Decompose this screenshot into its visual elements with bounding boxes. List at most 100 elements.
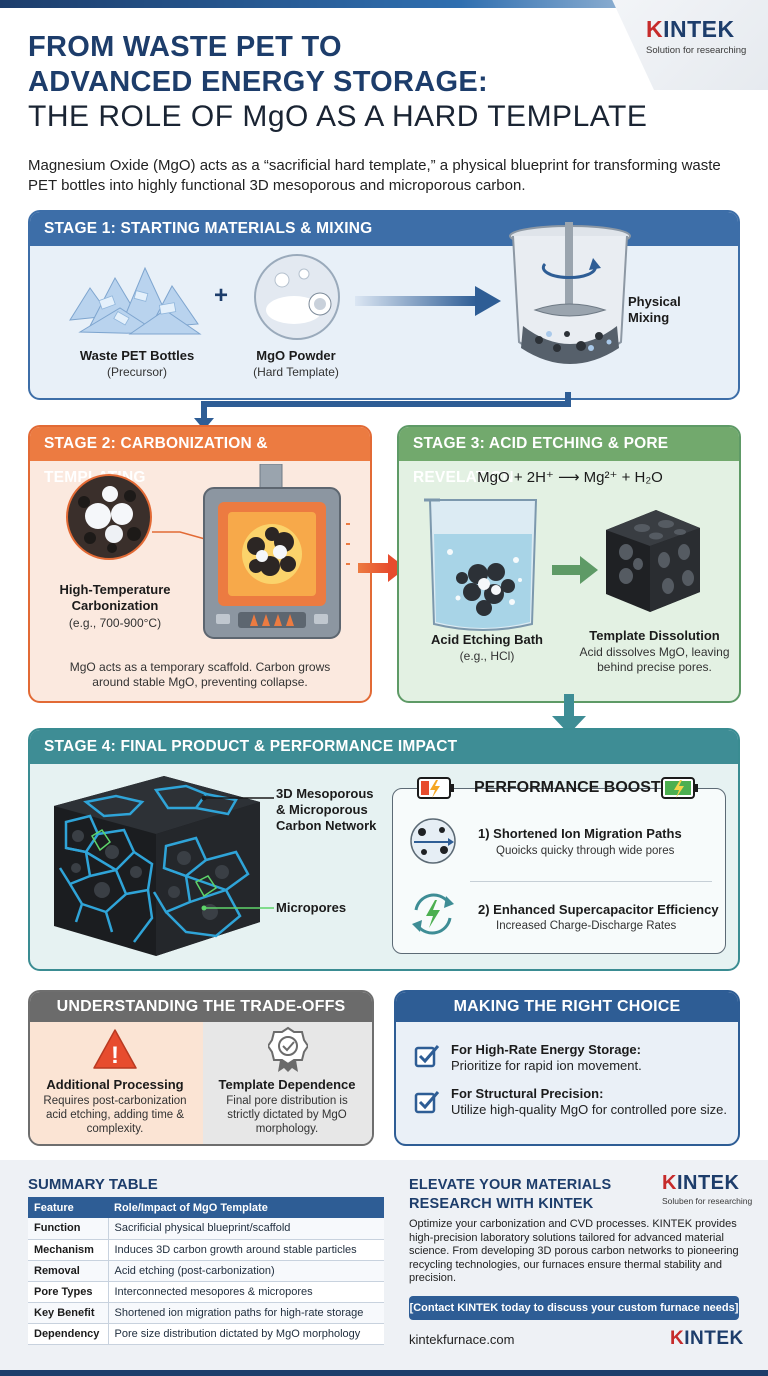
tradeoff-left-body: Requires post-carbonization acid etching… xyxy=(43,1095,187,1135)
battery-low-icon xyxy=(417,777,454,799)
boost-item-1-title: 1) Shortened Ion Migration Paths xyxy=(478,826,682,841)
tradeoffs-panel: UNDERSTANDING THE TRADE-OFFS xyxy=(28,990,374,1146)
logo-k: K xyxy=(646,16,664,42)
right-choice-header: MAKING THE RIGHT CHOICE xyxy=(396,992,738,1022)
boost-item-2-title: 2) Enhanced Supercapacitor Efficiency xyxy=(478,902,719,917)
network-pointer-lines xyxy=(201,795,274,911)
pet-label: Waste PET Bottles xyxy=(79,348,195,363)
acid-bath-sublabel: (e.g., HCl) xyxy=(459,649,515,663)
footer-logo-k: K xyxy=(670,1328,685,1349)
kintek-logo[interactable]: KINTEK xyxy=(646,16,735,43)
table-cell-role: Acid etching (post-carbonization) xyxy=(108,1260,384,1282)
ion-migration-icon xyxy=(410,818,456,864)
summary-title: SUMMARY TABLE xyxy=(28,1176,158,1193)
table-cell-role: Shortened ion migration paths for high-r… xyxy=(108,1302,384,1324)
network-label-line-1: 3D Mesoporous xyxy=(276,786,374,801)
table-cell-feature: Dependency xyxy=(28,1323,109,1345)
footer-kintek-logo[interactable]: KINTEK xyxy=(670,1328,744,1350)
carbonization-label-line-2: Carbonization xyxy=(71,598,159,613)
table-cell-feature: Function xyxy=(28,1218,109,1240)
contact-button[interactable]: [Contact KINTEK today to discuss your cu… xyxy=(409,1296,739,1320)
page-subtitle: THE ROLE OF MgO AS A HARD TEMPLATE xyxy=(28,100,648,133)
summary-table: Feature Role/Impact of MgO Template Func… xyxy=(28,1197,384,1345)
checkbox-icon-2 xyxy=(414,1091,440,1114)
choice-1-title: For High-Rate Energy Storage: xyxy=(451,1042,641,1057)
top-accent-bar xyxy=(0,0,768,8)
cta-logo-text: INTEK xyxy=(676,1172,740,1194)
stage-2-note: MgO acts as a temporary scaffold. Carbon… xyxy=(69,660,331,689)
efficiency-cycle-icon xyxy=(412,893,454,935)
tradeoff-left-title: Additional Processing xyxy=(46,1077,184,1092)
mgo-label: MgO Powder xyxy=(256,348,336,363)
stage-1-header: STAGE 1: STARTING MATERIALS & MIXING xyxy=(30,212,738,246)
stage-3-header: STAGE 3: ACID ETCHING & PORE REVELATION xyxy=(399,427,739,486)
mgo-carbon-composite-icon xyxy=(66,474,152,560)
table-cell-role: Induces 3D carbon growth around stable p… xyxy=(108,1239,384,1261)
boost-item-2-subtitle: Increased Charge-Discharge Rates xyxy=(496,920,677,932)
summary-header-role: Role/Impact of MgO Template xyxy=(108,1197,384,1218)
carbonization-sublabel: (e.g., 700-900°C) xyxy=(68,616,162,630)
summary-header-feature: Feature xyxy=(28,1197,108,1218)
cta-logo-k: K xyxy=(662,1172,677,1194)
tradeoff-right-body: Final pore distribution is strictly dict… xyxy=(226,1095,348,1135)
mixing-label: Physical Mixing xyxy=(628,294,700,326)
mixing-vessel-icon xyxy=(509,222,631,364)
mgo-powder-icon xyxy=(254,254,340,340)
performance-boost-box xyxy=(392,788,726,954)
title-line-2: ADVANCED ENERGY STORAGE: xyxy=(28,66,488,98)
website-link[interactable]: kintekfurnace.com xyxy=(409,1332,515,1347)
etching-equation: MgO + 2H⁺ ⟶ Mg²⁺ + H₂O xyxy=(477,469,663,486)
mixing-label-line-1: Physical xyxy=(628,294,681,309)
boost-item-1-subtitle: Quoicks quicky through wide pores xyxy=(496,845,675,857)
warning-icon: ! xyxy=(93,1029,137,1069)
stage-3-inner-arrow xyxy=(552,556,598,584)
table-cell-feature: Key Benefit xyxy=(28,1302,109,1324)
pet-bottles-icon xyxy=(69,266,202,335)
checkbox-icon-1 xyxy=(414,1045,440,1068)
mixing-label-line-2: Mixing xyxy=(628,310,670,325)
acid-bath-label: Acid Etching Bath xyxy=(431,632,543,647)
tradeoff-right-title: Template Dependence xyxy=(218,1077,356,1092)
template-badge-icon xyxy=(268,1026,308,1072)
mgo-sublabel: (Hard Template) xyxy=(253,365,339,379)
tradeoffs-header: UNDERSTANDING THE TRADE-OFFS xyxy=(30,992,372,1022)
network-label-line-3: Carbon Network xyxy=(276,818,377,833)
logo-text: INTEK xyxy=(663,16,735,42)
cta-title: ELEVATE YOUR MATERIALS RESEARCH WITH KIN… xyxy=(409,1176,611,1214)
cta-title-line-2: RESEARCH WITH KINTEK xyxy=(409,1196,594,1212)
table-cell-role: Pore size distribution dictated by MgO m… xyxy=(108,1323,384,1345)
choice-2-title: For Structural Precision: xyxy=(451,1086,604,1101)
stage-2-header: STAGE 2: CARBONIZATION & TEMPLATING xyxy=(30,427,370,486)
title-line-1: FROM WASTE PET TO xyxy=(28,31,342,63)
table-cell-role: Sacrificial physical blueprint/scaffold xyxy=(108,1218,384,1240)
warning-exclamation: ! xyxy=(111,1042,119,1069)
page-title: FROM WASTE PET TO ADVANCED ENERGY STORAG… xyxy=(28,30,488,100)
carbonization-label-line-1: High-Temperature xyxy=(59,582,171,597)
table-cell-feature: Removal xyxy=(28,1260,109,1282)
plus-sign: + xyxy=(214,282,229,309)
performance-boost-title: PERFORMANCE BOOST xyxy=(474,779,661,796)
dissolution-sublabel: Acid dissolves MgO, leaving behind preci… xyxy=(579,645,730,674)
intro-paragraph: Magnesium Oxide (MgO) acts as a “sacrifi… xyxy=(28,157,721,194)
carbon-network-cube-icon xyxy=(54,776,260,956)
porous-carbon-cube-icon xyxy=(606,510,700,612)
cta-kintek-logo[interactable]: KINTEK xyxy=(662,1172,739,1195)
footer-logo-text: INTEK xyxy=(684,1328,744,1349)
acid-bath-beaker-icon xyxy=(424,498,538,631)
cta-body: Optimize your carbonization and CVD proc… xyxy=(409,1218,739,1284)
pet-sublabel: (Precursor) xyxy=(106,365,167,379)
network-label: 3D Mesoporous & Microporous Carbon Netwo… xyxy=(276,786,386,834)
choice-2-body: Utilize high-quality MgO for controlled … xyxy=(451,1102,728,1117)
battery-full-icon xyxy=(661,777,698,799)
logo-tagline: Solution for researching xyxy=(646,45,747,56)
stage-4-header: STAGE 4: FINAL PRODUCT & PERFORMANCE IMP… xyxy=(30,730,738,764)
bottom-accent-bar xyxy=(0,1370,768,1376)
cta-title-line-1: ELEVATE YOUR MATERIALS xyxy=(409,1177,612,1193)
dissolution-label: Template Dissolution xyxy=(589,628,720,643)
